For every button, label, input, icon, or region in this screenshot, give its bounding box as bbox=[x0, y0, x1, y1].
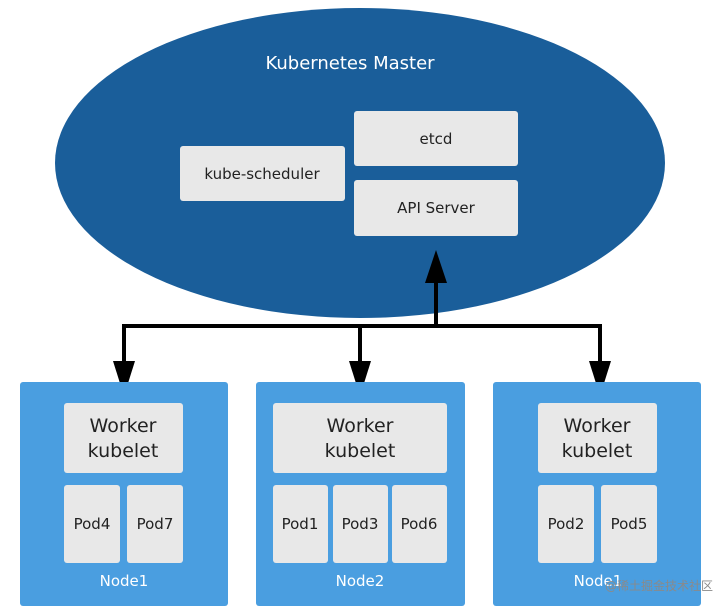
node-2-pod-box bbox=[333, 485, 388, 563]
api-server-label: API Server bbox=[397, 199, 476, 217]
node-1-kubelet-label: kubelet bbox=[88, 440, 159, 462]
node-1-pod-label: Pod4 bbox=[74, 515, 111, 533]
api-server-arrow-head bbox=[425, 250, 447, 283]
node-2-kubelet-label: kubelet bbox=[325, 440, 396, 462]
node-3-worker-label: Worker bbox=[564, 415, 631, 437]
node-1-label: Node1 bbox=[100, 572, 149, 590]
etcd-label: etcd bbox=[420, 130, 453, 148]
node-3-kubelet-label: kubelet bbox=[562, 440, 633, 462]
node-3-worker-box bbox=[538, 403, 657, 473]
node-3-pod-box bbox=[601, 485, 657, 563]
node-3: Worker kubelet Pod2 Pod5 Node1 bbox=[493, 382, 701, 606]
kube-scheduler-box bbox=[180, 146, 345, 201]
node-3-label: Node1 bbox=[574, 572, 623, 590]
node-2-pod-box bbox=[273, 485, 328, 563]
etcd-box bbox=[354, 111, 518, 166]
node-1-worker-box bbox=[64, 403, 183, 473]
node-2-pod-box bbox=[392, 485, 447, 563]
node-3-pod-box bbox=[538, 485, 594, 563]
node2-arrow-head bbox=[349, 361, 371, 396]
node-1-pod-box bbox=[127, 485, 183, 563]
node-2-pod-label: Pod6 bbox=[401, 515, 438, 533]
watermark: @稀土掘金技术社区 bbox=[605, 578, 713, 593]
node-1: Worker kubelet Pod4 Pod7 Node1 bbox=[20, 382, 228, 606]
node-3-pod-label: Pod2 bbox=[548, 515, 585, 533]
connector-group bbox=[113, 250, 611, 396]
node-2-worker-label: Worker bbox=[327, 415, 394, 437]
node-1-worker-label: Worker bbox=[90, 415, 157, 437]
node-2-worker-box bbox=[273, 403, 447, 473]
master-group: Kubernetes Master kube-scheduler etcd AP… bbox=[55, 8, 665, 318]
node1-arrow-head bbox=[113, 361, 135, 396]
api-server-box bbox=[354, 180, 518, 236]
node-1-pod-box bbox=[64, 485, 120, 563]
node-2-pod-label: Pod1 bbox=[282, 515, 319, 533]
master-title: Kubernetes Master bbox=[265, 53, 435, 74]
node3-arrow-head bbox=[589, 361, 611, 396]
node-1-pod-label: Pod7 bbox=[137, 515, 174, 533]
node-2: Worker kubelet Pod1 Pod3 Pod6 Node2 bbox=[256, 382, 465, 606]
node-2-pod-label: Pod3 bbox=[342, 515, 379, 533]
node-2-label: Node2 bbox=[336, 572, 385, 590]
kube-scheduler-label: kube-scheduler bbox=[204, 165, 320, 183]
node-3-pod-label: Pod5 bbox=[611, 515, 648, 533]
